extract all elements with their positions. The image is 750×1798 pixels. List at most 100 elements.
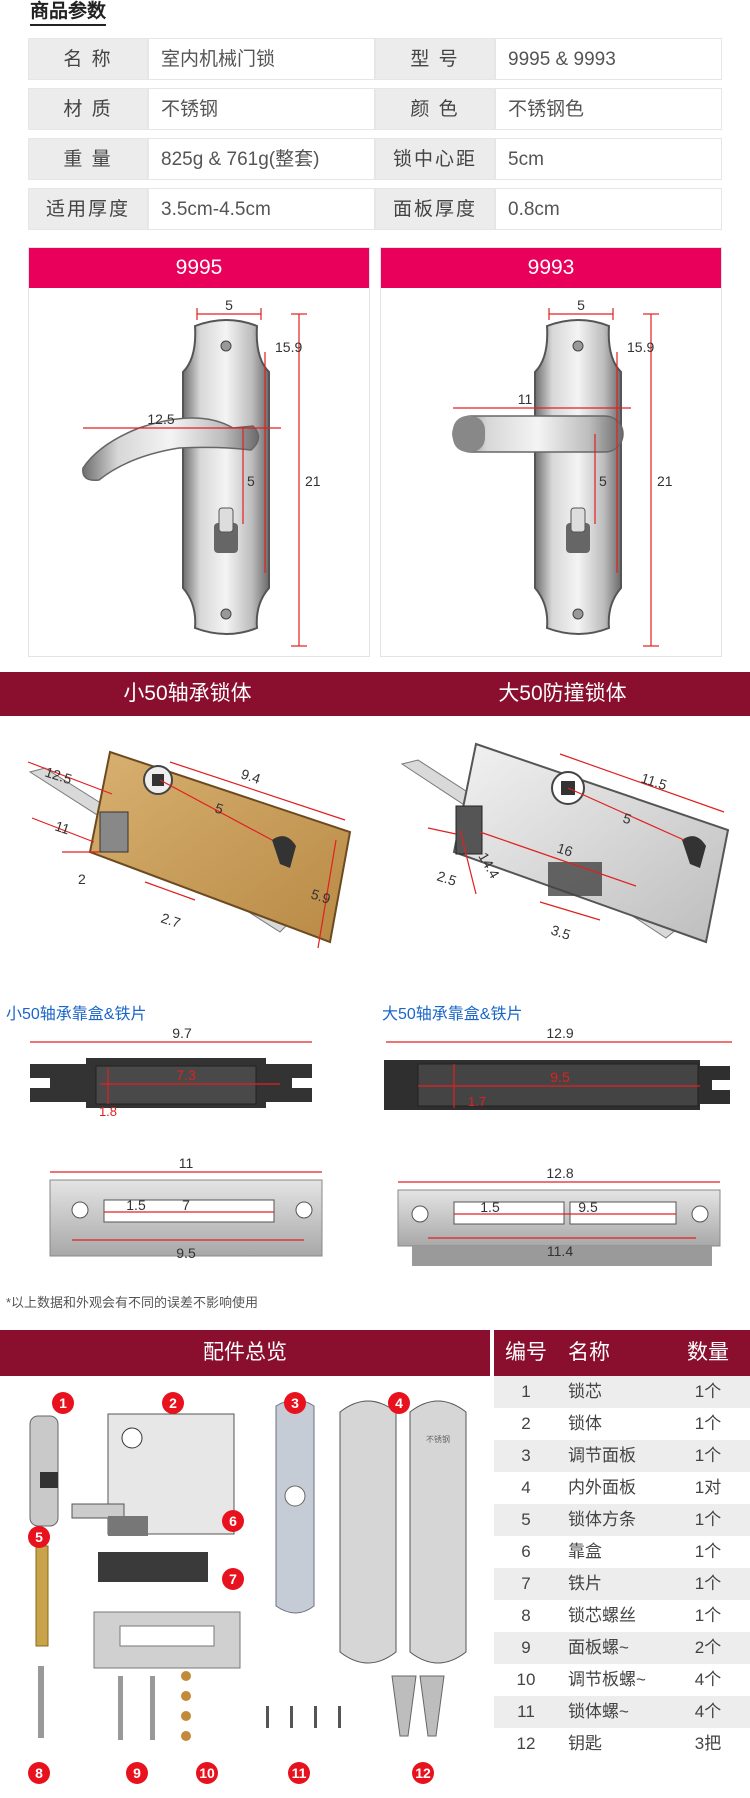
dim-b: 9.5 [578, 1199, 598, 1215]
dim-w: 12.8 [546, 1165, 573, 1181]
dim-upper: 15.9 [627, 339, 654, 355]
parts-table-header: 编号 名称 数量 [494, 1330, 750, 1376]
strike-label-large: 大50轴承靠盒&铁片 [382, 1006, 523, 1023]
param-value: 9995 & 9993 [495, 38, 722, 80]
strike-diagrams: 9.7 7.3 1.8 12.9 9.5 1.7 11 1.5 7 9.5 [30, 1025, 732, 1266]
cell-name: 调节面板 [568, 1446, 636, 1465]
dim-w: 11 [179, 1155, 194, 1171]
cell-name: 靠盒 [568, 1542, 602, 1561]
dim-handle: 12.5 [147, 411, 174, 427]
dim-center: 5 [599, 473, 607, 489]
model-title: 9995 [29, 248, 369, 288]
page-title: 商品参数 [30, 1, 107, 26]
header-no: 编号 [505, 1341, 547, 1364]
badge-11: 11 [288, 1762, 310, 1784]
table-row: 7 铁片 1个 [494, 1568, 750, 1600]
dim-center: 5 [247, 473, 255, 489]
handle-diagram-9995: 5 15.9 12.5 5 21 [82, 297, 321, 647]
large-strike-box [384, 1060, 730, 1110]
dim-g: 5.9 [309, 886, 333, 907]
badge-7: 7 [222, 1568, 244, 1590]
cell-no: 9 [521, 1638, 531, 1657]
cell-no: 3 [521, 1446, 531, 1465]
cell-qty: 4个 [694, 1702, 722, 1721]
handle-diagram-9993: 5 15.9 11 5 21 [452, 297, 673, 647]
param-value: 室内机械门锁 [148, 38, 375, 80]
param-value: 3.5cm-4.5cm [148, 188, 375, 230]
params-table: 名 称 室内机械门锁 型 号 9995 & 9993 材 质 不锈钢 颜 色 不… [28, 38, 722, 238]
badge-2: 2 [162, 1392, 184, 1414]
cell-qty: 3把 [694, 1734, 722, 1753]
table-row: 11 锁体螺~ 4个 [494, 1696, 750, 1728]
lockbody-band: 小50轴承锁体 大50防撞锁体 [0, 672, 750, 716]
cell-qty: 1个 [694, 1574, 722, 1593]
badge-8: 8 [28, 1762, 50, 1784]
cell-qty: 4个 [694, 1670, 722, 1689]
dim-e: 2 [78, 871, 86, 887]
small-lockbody [28, 750, 352, 944]
dim-total: 21 [305, 473, 321, 489]
header-qty: 数量 [687, 1341, 729, 1364]
badge-1: 1 [52, 1392, 74, 1414]
cell-no: 7 [521, 1574, 531, 1593]
escutcheon-plate [182, 319, 270, 635]
accessories-title: 配件总览 [0, 1330, 490, 1376]
badge-4: 4 [388, 1392, 410, 1414]
params-row: 名 称 室内机械门锁 型 号 9995 & 9993 [28, 38, 722, 80]
large-strike-plate [397, 1189, 721, 1266]
dim-c: 9.4 [239, 766, 263, 787]
badge-6: 6 [222, 1510, 244, 1532]
cell-qty: 1个 [694, 1606, 722, 1625]
dim-top: 5 [225, 297, 233, 313]
cell-no: 2 [521, 1414, 531, 1433]
cell-no: 11 [517, 1702, 535, 1721]
dim-h: 1.7 [468, 1094, 486, 1109]
params-row: 重 量 825g & 761g(整套) 锁中心距 5cm [28, 138, 722, 180]
model-panel-9993: 9993 5 15.9 11 5 21 [380, 247, 722, 657]
dim-h: 1.8 [99, 1104, 117, 1119]
param-value: 0.8cm [495, 188, 722, 230]
cell-name: 铁片 [568, 1574, 602, 1593]
dim-inner: 7.3 [176, 1067, 196, 1083]
accessories-overview: 配件总览 不锈钢 [0, 1330, 490, 1798]
param-value: 不锈钢色 [495, 88, 722, 130]
params-row: 适用厚度 3.5cm-4.5cm 面板厚度 0.8cm [28, 188, 722, 230]
params-row: 材 质 不锈钢 颜 色 不锈钢色 [28, 88, 722, 130]
cell-name: 锁体螺~ [568, 1702, 629, 1721]
param-key: 适用厚度 [28, 188, 148, 230]
param-value: 825g & 761g(整套) [148, 138, 375, 180]
dim-inner: 9.5 [550, 1069, 570, 1085]
dim-upper: 15.9 [275, 339, 302, 355]
strike-label-small: 小50轴承靠盒&铁片 [6, 1006, 147, 1023]
small-strike-plate [49, 1179, 323, 1257]
cell-no: 5 [521, 1510, 531, 1529]
cell-no: 6 [521, 1542, 531, 1561]
cell-name: 面板螺~ [568, 1638, 629, 1657]
param-key: 锁中心距 [375, 138, 495, 180]
band-title-small: 小50轴承锁体 [123, 682, 252, 705]
cell-name: 内外面板 [568, 1478, 636, 1497]
cell-qty: 1个 [694, 1414, 722, 1433]
dim-total: 21 [657, 473, 673, 489]
small-strike-box [30, 1058, 312, 1108]
param-key: 重 量 [28, 138, 148, 180]
table-row: 3 调节面板 1个 [494, 1440, 750, 1472]
param-key: 面板厚度 [375, 188, 495, 230]
cell-qty: 1个 [694, 1382, 722, 1401]
panel-stamp: 不锈钢 [426, 1434, 450, 1444]
badge-12: 12 [412, 1762, 434, 1784]
dim-c: 9.5 [176, 1245, 196, 1261]
dim-f: 3.5 [549, 922, 573, 943]
accessories-illustration: 不锈钢 [29, 1399, 467, 1741]
dim-top: 5 [577, 297, 585, 313]
param-key: 型 号 [375, 38, 495, 80]
cell-name: 调节板螺~ [568, 1670, 646, 1689]
cell-qty: 1个 [694, 1446, 722, 1465]
